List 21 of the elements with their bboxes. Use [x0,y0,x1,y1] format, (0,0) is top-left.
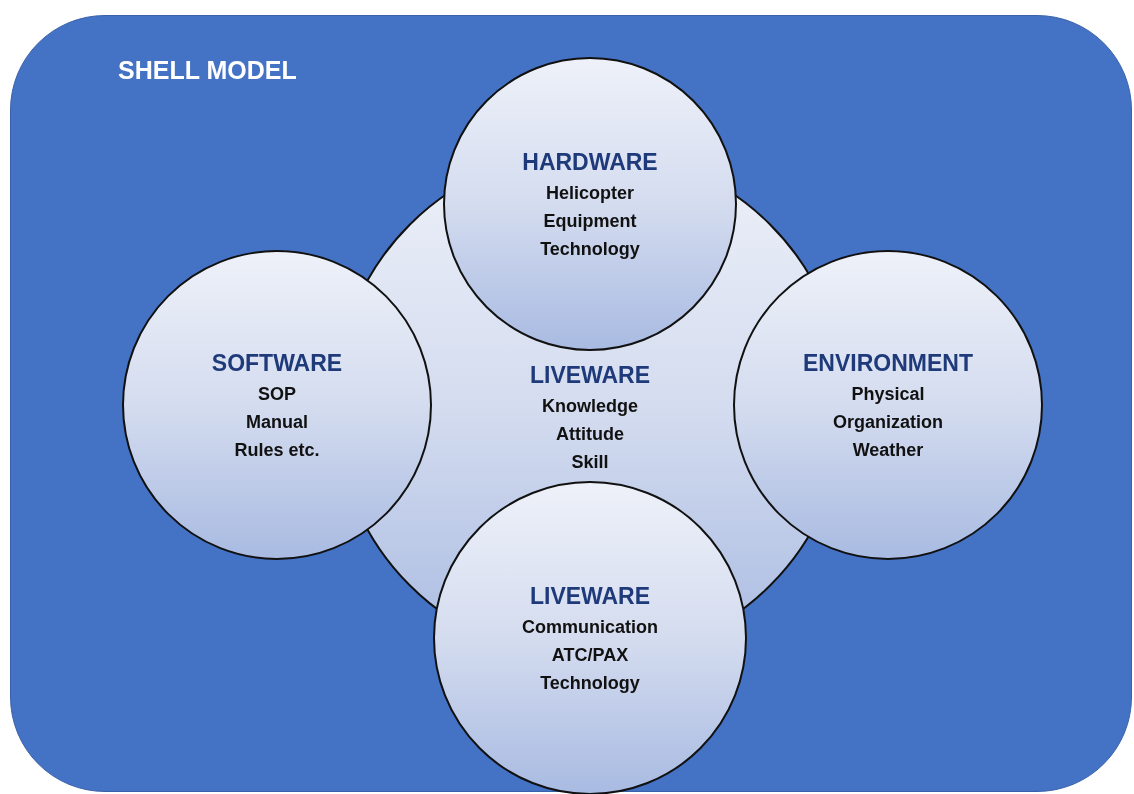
node-item: SOP [258,383,296,406]
node-item: Weather [852,439,924,462]
node-item: Rules etc. [234,439,320,462]
node-heading: ENVIRONMENT [803,349,973,378]
node-item: ATC/PAX [551,644,629,667]
node-item: Manual [246,411,308,434]
node-item: Attitude [556,423,624,446]
node-item: Knowledge [542,395,638,418]
node-item: Physical [851,383,925,406]
node-heading: LIVEWARE [529,582,651,611]
node-item: Organization [833,411,943,434]
node-item: Equipment [543,210,637,233]
node-item: Skill [571,451,609,474]
node-item: Technology [540,238,640,261]
node-heading: LIVEWARE [529,361,651,390]
node-item: Helicopter [546,182,634,205]
node-heading: SOFTWARE [211,349,343,378]
node-item: Technology [540,672,640,695]
diagram-title: SHELL MODEL [118,56,297,85]
node-item: Communication [522,616,658,639]
node-heading: HARDWARE [522,148,658,177]
